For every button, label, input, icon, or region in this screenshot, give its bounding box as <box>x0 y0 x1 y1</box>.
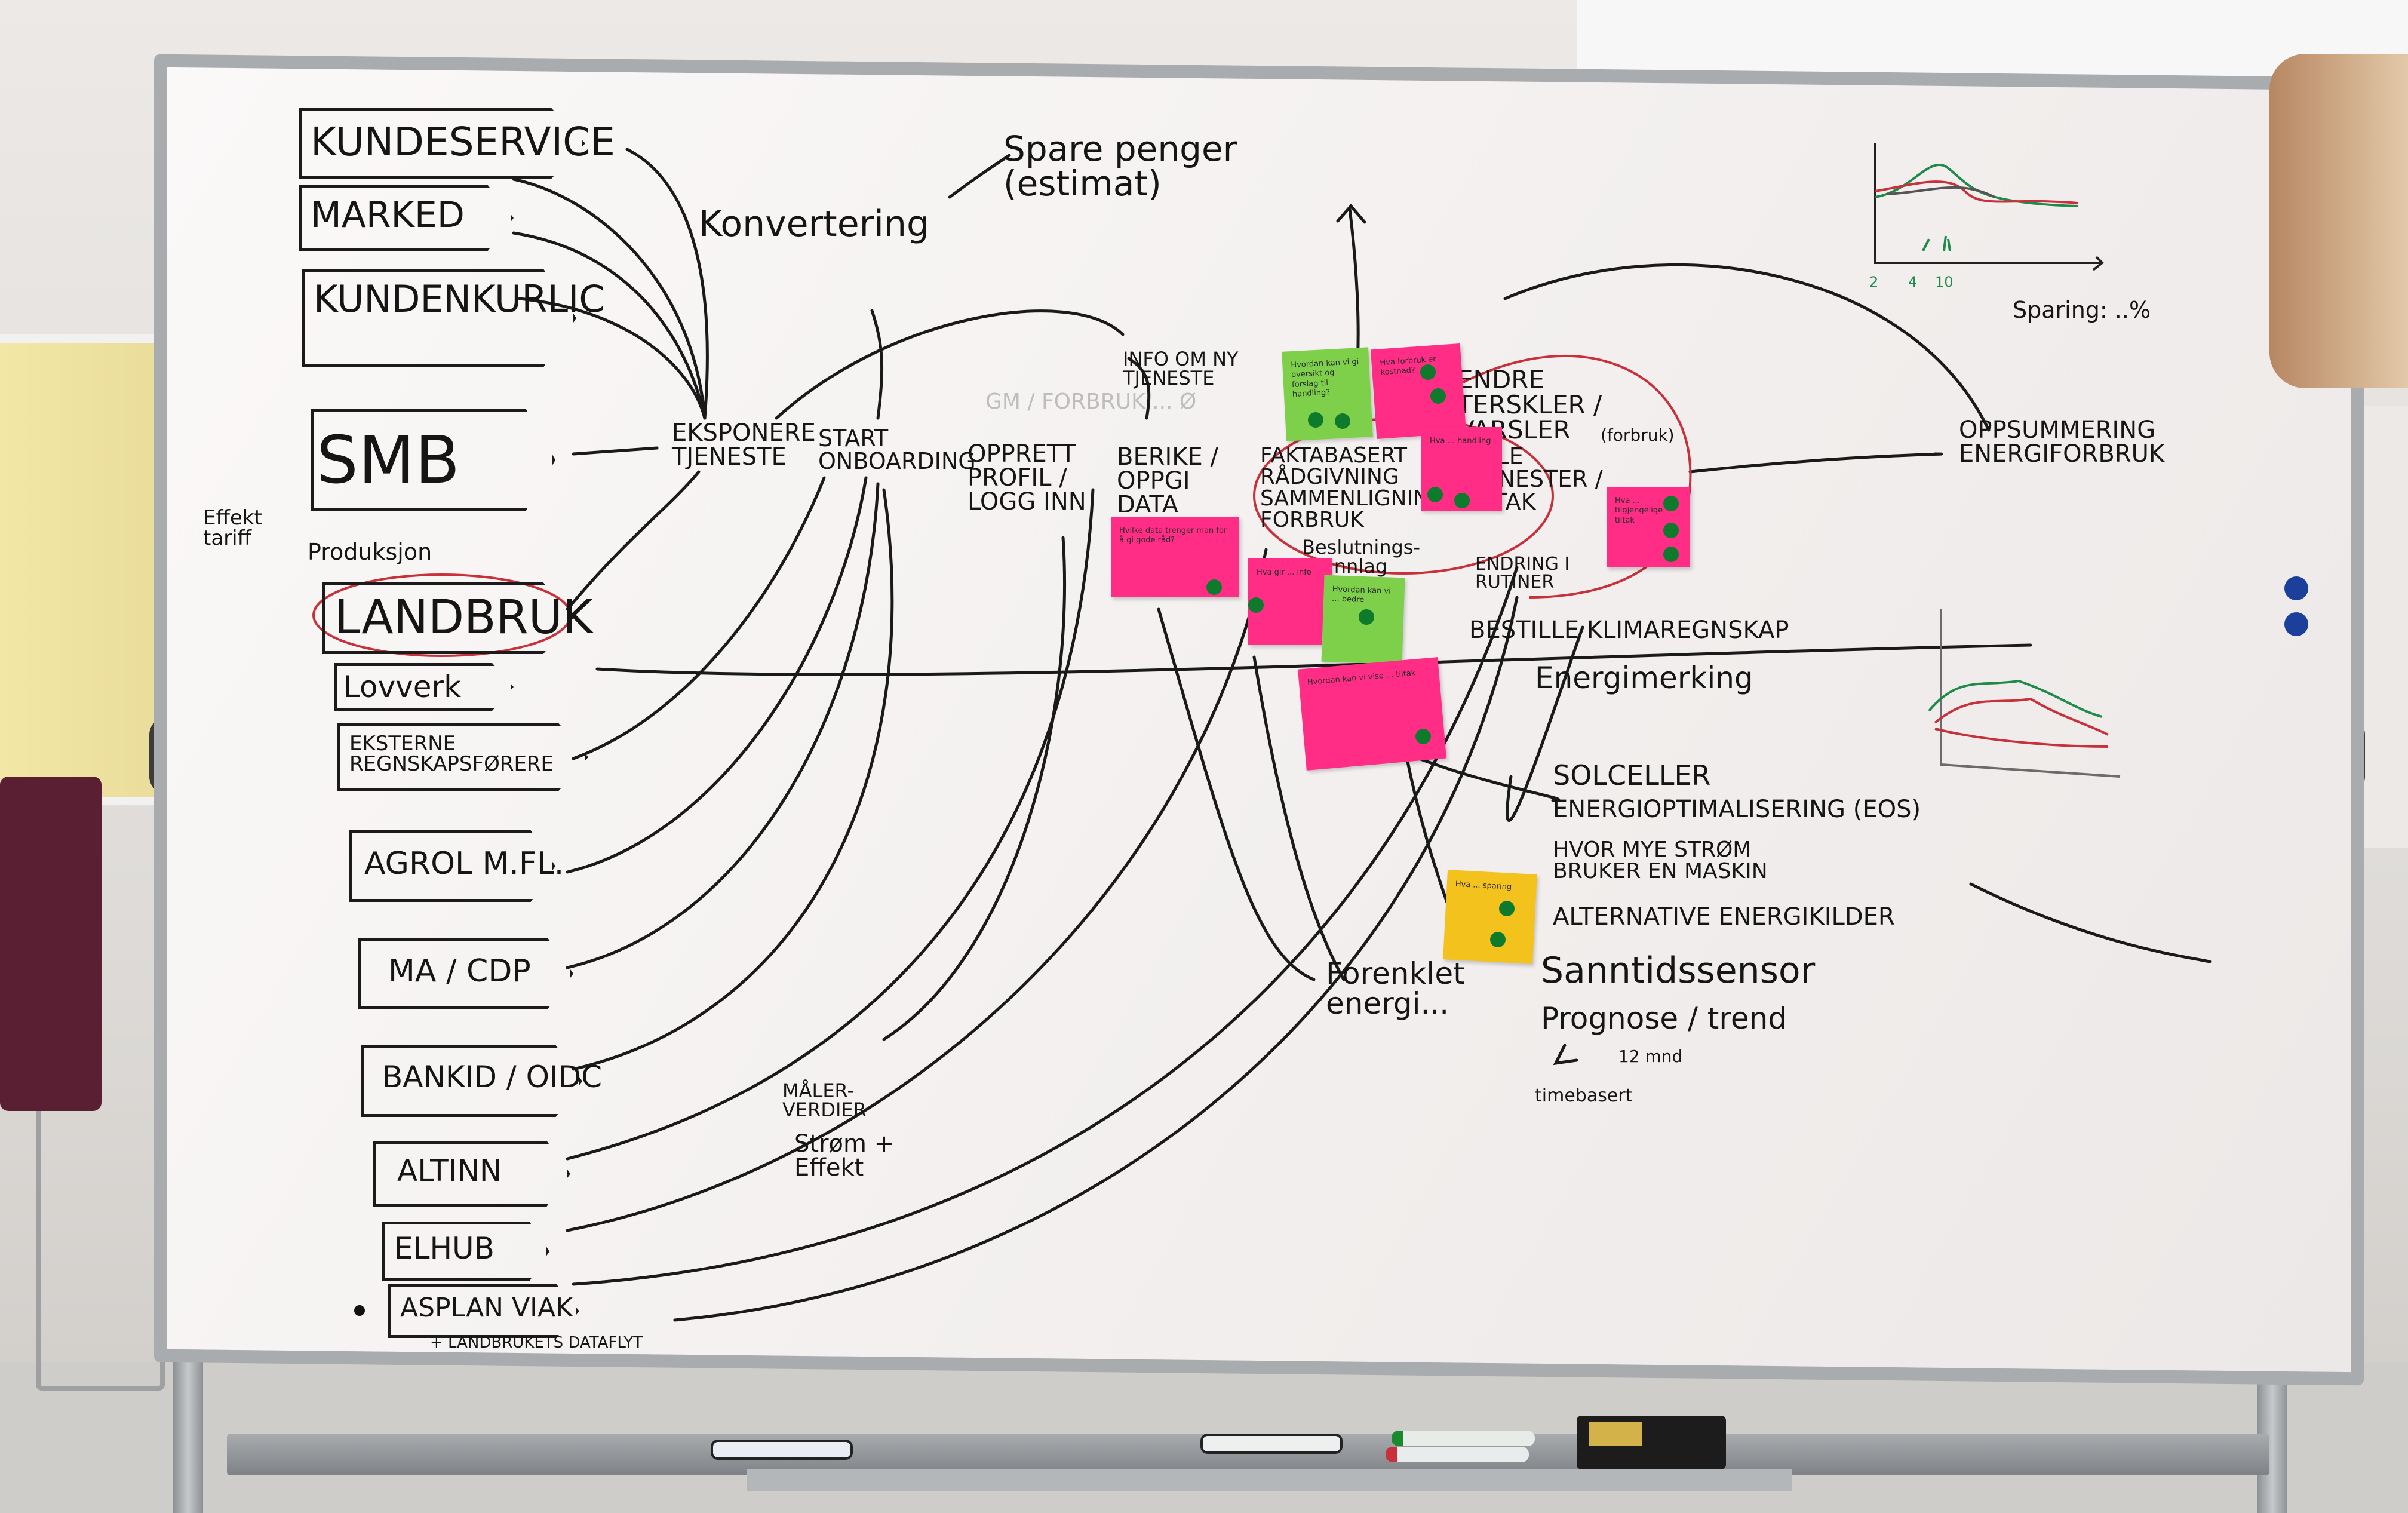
box-landbruk <box>322 582 573 654</box>
label-kundenkurlic: KUNDENKURLIC <box>314 277 605 321</box>
label-berike-oppgi-data: BERIKE / OPPGI DATA <box>1117 443 1218 518</box>
label-energioptimalisering: ENERGIOPTIMALISERING (EOS) <box>1553 796 1921 823</box>
vote-dot <box>1308 412 1323 428</box>
sticky-note-yellow-1: Hva ... sparing <box>1443 870 1537 964</box>
marker-tray-lip <box>747 1469 1792 1491</box>
label-endring-i-rutiner: ENDRING I RUTINER <box>1475 554 1570 593</box>
label-kundeservice: KUNDESERVICE <box>311 119 615 165</box>
label-smb: SMB <box>317 422 460 498</box>
label-eksponere-tjeneste: EKSPONERE TJENESTE <box>672 419 816 471</box>
label-maler-verdier: MÅLER- VERDIER <box>782 1079 867 1121</box>
vote-dot <box>1427 487 1443 502</box>
vote-dot <box>1430 388 1446 404</box>
label-faktabasert-radgivning: FAKTABASERT RÅDGIVNING SAMMENLIGNING FOR… <box>1260 443 1446 532</box>
marker-pen-green <box>1392 1431 1535 1446</box>
label-asplan-viak: ASPLAN VIAK <box>400 1293 573 1323</box>
label-forenklet-energi: Forenklet energi... <box>1326 956 1465 1021</box>
tick-label-2: 2 <box>1869 274 1879 290</box>
label-bankid-oidc: BANKID / OIDC <box>382 1060 603 1094</box>
label-konvertering: Konvertering <box>699 203 930 245</box>
sticky-note-pink-1: Hva forbruk er kostnad? <box>1370 343 1467 440</box>
label-forbruk-note: (forbruk) <box>1601 425 1675 445</box>
person-hand <box>2269 54 2408 388</box>
tick-label-10: 10 <box>1935 274 1954 290</box>
label-solceller: SOLCELLER <box>1553 759 1711 791</box>
label-lovverk: Lovverk <box>343 670 462 704</box>
label-strom-effekt: Strøm + Effekt <box>794 1130 895 1181</box>
label-oppsummering: OPPSUMMERING ENERGIFORBRUK <box>1959 416 2165 468</box>
vote-dot <box>1490 932 1506 947</box>
box-altinn <box>373 1141 570 1207</box>
box-agrol <box>349 830 555 902</box>
label-timebasert: timebasert <box>1535 1085 1633 1106</box>
sticky-note-green-1: Hvordan kan vi gi oversikt og forslag ti… <box>1282 347 1373 441</box>
label-hvor-mye-strom: HVOR MYE STRØM BRUKER EN MASKIN <box>1553 837 1768 883</box>
label-ma-cdp: MA / CDP <box>388 953 531 989</box>
box-elhub <box>382 1222 549 1281</box>
label-prognose-trend: Prognose / trend <box>1541 1001 1787 1036</box>
label-sanntidssensor: Sanntidssensor <box>1541 950 1816 992</box>
vote-dot <box>1420 364 1436 380</box>
label-endre-terskler: ENDRE TERSKLER / VARSLER <box>1457 365 1602 444</box>
sticky-note-pink-6: Hvordan kan vi vise ... tiltak <box>1298 657 1446 771</box>
box-marked <box>299 185 514 251</box>
label-energimerking: Energimerking <box>1535 661 1753 695</box>
box-asplan-viak <box>388 1284 579 1338</box>
label-alternative-energikilder: ALTERNATIVE ENERGIKILDER <box>1553 903 1895 931</box>
box-bankid-oidc <box>361 1045 582 1117</box>
box-lovverk <box>334 663 514 711</box>
eraser-label <box>1589 1422 1642 1446</box>
label-12-mnd: 12 mnd <box>1618 1046 1683 1066</box>
sticky-note-pink-4: Hvilke data trenger man for å gi gode rå… <box>1111 517 1239 597</box>
label-start-onboarding: START ONBOARDING <box>818 425 976 474</box>
label-sparing: Sparing: ..% <box>2013 297 2151 323</box>
vote-dot <box>1663 523 1679 538</box>
box-kundeservice <box>299 108 585 179</box>
label-landbruk: LANDBRUK <box>334 591 593 645</box>
label-spare-penger: Spare penger (estimat) <box>1003 128 1237 204</box>
chair <box>0 777 102 1111</box>
vote-dot <box>1499 901 1515 916</box>
vote-dot <box>1359 609 1374 625</box>
ink-dot <box>354 1305 365 1316</box>
vote-dot <box>1663 547 1679 562</box>
label-eksterne-regnskapsforere: EKSTERNE REGNSKAPSFØRERE <box>349 732 554 776</box>
box-smb <box>311 409 555 511</box>
label-altinn: ALTINN <box>397 1153 502 1188</box>
label-info-om-ny-tjeneste: INFO OM NY TJENESTE <box>1123 348 1239 389</box>
vote-dot <box>1415 729 1431 744</box>
marker-pen <box>1200 1434 1343 1454</box>
magnet <box>2284 612 2308 636</box>
label-opprett-profil: OPPRETT PROFIL / LOGG INN <box>968 440 1086 515</box>
label-marked: MARKED <box>311 194 465 236</box>
tick-label-4: 4 <box>1908 274 1918 290</box>
marker-pen-red <box>1386 1447 1529 1462</box>
label-landbrukets-dataflyt: + LANDBRUKETS DATAFLYT <box>430 1334 643 1352</box>
vote-dot <box>1248 597 1264 613</box>
box-ma-cdp <box>358 938 573 1009</box>
vote-dot <box>1335 413 1350 429</box>
label-produksjon: Produksjon <box>308 539 432 565</box>
label-agrol: AGROL M.FL. <box>364 846 564 882</box>
vote-dot <box>1454 493 1470 508</box>
vote-dot <box>1663 496 1679 511</box>
label-effekt-tariff: Effekt tariff <box>203 506 262 550</box>
marker-pen <box>711 1440 853 1460</box>
vote-dot <box>1206 579 1222 595</box>
label-elhub: ELHUB <box>394 1231 494 1266</box>
magnet <box>2284 576 2308 600</box>
label-bestille-klimaregnskap: BESTILLE KLIMAREGNSKAP <box>1469 616 1789 644</box>
box-eksterne-regnskapsforere <box>337 723 588 791</box>
label-faint-text: GM / FORBRUK ... Ø <box>985 389 1197 414</box>
box-kundenkurlic <box>302 269 576 367</box>
